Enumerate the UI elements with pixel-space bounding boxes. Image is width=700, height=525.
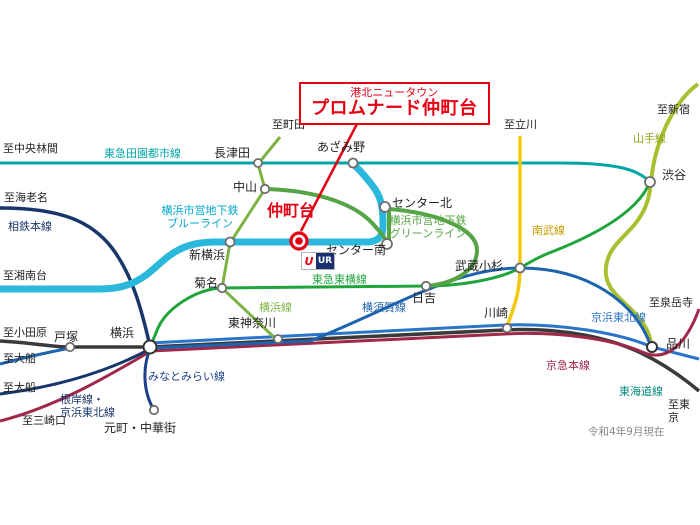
station-marker-musashi-kosugi [514,262,526,274]
nakamachidai-marker-dot [295,237,303,245]
label-to-ofuna-negishi: 至大船 [3,381,36,394]
label-shinagawa: 品川 [666,337,691,351]
label-keikyu-line-label: 京急本線 [546,359,590,372]
label-shin-yokohama: 新横浜 [189,248,226,262]
callout-box: 港北ニュータウン プロムナード仲町台 [299,82,490,125]
label-blue-line-label: 横浜市営地下鉄 ブルーライン [161,204,239,230]
station-marker-center-kita [379,201,391,213]
label-yokohama: 横浜 [110,326,135,340]
station-marker-totsuka [64,341,76,353]
station-marker-kawasaki [501,322,513,334]
station-marker-higashi-kanagawa [273,334,283,344]
rail-jr-tokaido-line [0,327,700,393]
label-nakamachidai: 仲町台 [267,201,316,220]
station-marker-hiyoshi [420,280,432,292]
label-to-machida: 至町田 [272,118,305,131]
label-kikuna: 菊名 [194,276,219,290]
label-to-shonandai: 至湘南台 [3,269,47,282]
station-marker-nagatsuta [253,158,263,168]
ur-logo-mark: U [304,254,314,268]
station-marker-center-minami [381,238,393,250]
label-to-sengakuji: 至泉岳寺 [649,296,693,309]
label-tokaido-line-label: 東海道線 [619,385,663,398]
label-motomachi-chukagai: 元町・中華街 [104,421,177,435]
station-marker-shin-yokohama [224,236,236,248]
label-to-shinjuku: 至新宿 [657,103,690,116]
label-center-kita: センター北 [392,196,453,210]
station-marker-shibuya [644,176,656,188]
label-negishi-line-label: 根岸線・ 京浜東北線 [60,393,115,419]
label-minatomirai-line-label: みなとみらい線 [148,370,225,383]
label-nakayama: 中山 [233,180,258,194]
station-marker-azamino [347,157,359,169]
ur-logo: U UR [301,252,335,270]
date-note: 令和4年9月現在 [588,426,665,438]
callout-title: プロムナード仲町台 [311,98,478,120]
station-marker-shinagawa [646,341,658,353]
label-yokosuka-line-label: 横須賀線 [362,301,406,314]
label-kawasaki: 川崎 [484,306,509,320]
rail-yokosuka-line [0,266,653,366]
label-musashi-kosugi: 武蔵小杉 [455,259,504,273]
rail-nambu-line [505,136,522,328]
label-toyoko-line-label: 東急東横線 [312,273,367,286]
station-marker-nakayama [259,183,271,195]
rail-yamanote-line [603,82,700,349]
label-totsuka: 戸塚 [54,330,79,344]
label-to-ebina: 至海老名 [4,191,48,204]
label-center-minami: センター南 [326,243,387,257]
station-marker-motomachi-chukagai [148,404,160,416]
label-nambu-line-label: 南武線 [532,224,565,237]
label-to-odawara: 至小田原 [3,326,47,339]
rail-keikyu-line [0,308,700,423]
label-azamino: あざみ野 [317,140,366,154]
label-shibuya: 渋谷 [662,168,687,182]
label-denentoshi-line-label: 東急田園都市線 [104,147,181,160]
label-to-ofuna-yokosuka: 至大船 [3,352,36,365]
label-green-line-label: 横浜市営地下鉄 グリーンライン [389,214,467,240]
label-to-tokyo: 至東京 [668,398,690,424]
label-hiyoshi: 日吉 [412,291,437,305]
label-yamanote-line-label: 山手線 [633,132,666,145]
label-yokohama-line-label: 横浜線 [259,301,292,314]
rail-sotetsu-line [0,206,152,347]
ur-logo-text: UR [316,253,334,269]
rail-negishi-line [0,347,151,396]
callout-pointer-line [299,121,360,232]
callout-subtitle: 港北ニュータウン [350,86,439,99]
label-nagatsuta: 長津田 [214,146,251,160]
label-keihin-tohoku-line-label: 京浜東北線 [591,311,646,324]
label-higashi-kanagawa: 東神奈川 [228,316,277,330]
label-to-misakiguchi: 至三崎口 [22,414,66,427]
rail-denentoshi-line [0,161,652,184]
label-sotetsu-line-label: 相鉄本線 [8,220,52,233]
rail-keihin-tohoku-line [149,323,700,361]
label-to-tachikawa: 至立川 [504,118,537,131]
station-marker-yokohama [142,339,158,355]
label-to-chuo-rinkan: 至中央林間 [3,142,58,155]
station-marker-kikuna [216,282,228,294]
rail-yokohama-line [220,136,282,343]
